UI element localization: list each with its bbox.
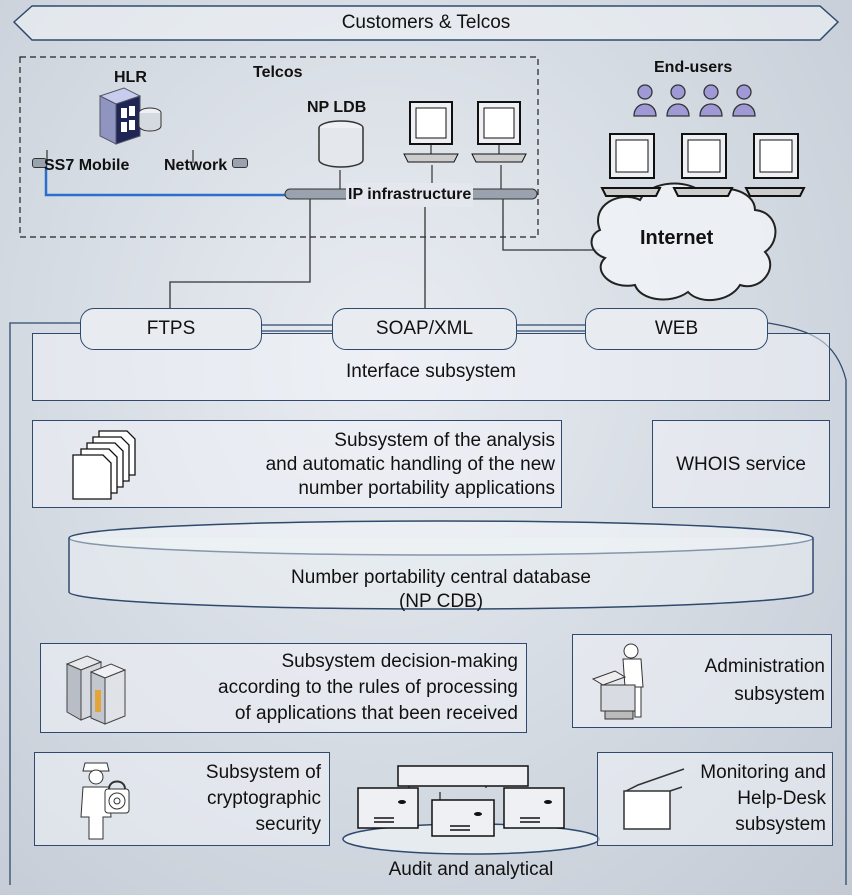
soap-xml-interface: SOAP/XML [332, 308, 517, 350]
np-cdb-line-1: Number portability central database [291, 567, 591, 588]
telcos-label: Telcos [253, 64, 303, 81]
decision-line-3: of applications that been received [234, 703, 518, 724]
analysis-line-1: Subsystem of the analysis [334, 430, 555, 451]
administration-subsystem-box: Administration subsystem [572, 634, 832, 728]
crypto-subsystem-box: Subsystem of cryptographic security [34, 752, 330, 846]
decision-line-1: Subsystem decision-making [281, 651, 518, 672]
banner-shape [12, 5, 840, 41]
np-cdb-cylinder [68, 538, 814, 610]
ss7-link [44, 165, 300, 197]
ftps-interface: FTPS [80, 308, 262, 350]
ip-infrastructure-label: IP infrastructure [346, 183, 474, 207]
telco-pc-icon [403, 101, 459, 163]
decision-subsystem-box: Subsystem decision-making according to t… [40, 643, 527, 733]
np-ldb-database-icon [318, 120, 364, 168]
internet-label: Internet [640, 227, 714, 249]
security-guard-lock-icon [80, 762, 130, 840]
crypto-line-2: cryptographic [206, 788, 321, 809]
whois-service-box: WHOIS service [652, 420, 830, 508]
monitoring-subsystem-box: Monitoring and Help-Desk subsystem [597, 752, 833, 846]
folder-icon [623, 768, 685, 830]
decision-line-2: according to the rules of processing [218, 677, 518, 698]
end-user-pcs-icon [600, 133, 806, 197]
audit-label: Audit and analytical [388, 859, 554, 880]
web-interface: WEB [585, 308, 768, 350]
analysis-line-2: and automatic handling of the new [265, 454, 555, 475]
crypto-line-3: security [255, 814, 321, 835]
server-rack-icon [65, 655, 127, 725]
monitoring-line-2: Help-Desk [737, 788, 826, 809]
audit-computers-icon [357, 765, 565, 837]
administration-line-2: subsystem [734, 684, 825, 705]
end-users-label: End-users [654, 59, 733, 76]
analysis-subsystem-box: Subsystem of the analysis and automatic … [32, 420, 562, 508]
hlr-server-icon [98, 87, 162, 145]
ss7-bus-end [32, 158, 47, 168]
network-label: Network [164, 157, 228, 174]
telco-pc-icon [471, 101, 527, 163]
np-cdb-line-2: (NP CDB) [398, 591, 484, 612]
documents-icon [72, 430, 136, 500]
ss7-bus-end [232, 158, 248, 168]
end-users-icon [633, 84, 756, 117]
internet-cloud [590, 182, 777, 302]
monitoring-line-3: subsystem [735, 814, 826, 835]
monitoring-line-1: Monitoring and [700, 762, 826, 783]
administration-line-1: Administration [704, 656, 825, 677]
banner-label: Customers & Telcos [341, 12, 511, 33]
hlr-label: HLR [114, 69, 147, 86]
interface-subsystem-label: Interface subsystem [345, 361, 517, 382]
crypto-line-1: Subsystem of [205, 762, 321, 783]
analysis-line-3: number portability applications [298, 478, 555, 499]
telcos-region [19, 56, 539, 238]
administrator-workstation-icon [591, 643, 644, 720]
ss7-label: SS7 Mobile [44, 157, 130, 174]
np-ldb-label: NP LDB [307, 99, 367, 116]
whois-label: WHOIS service [676, 454, 806, 475]
